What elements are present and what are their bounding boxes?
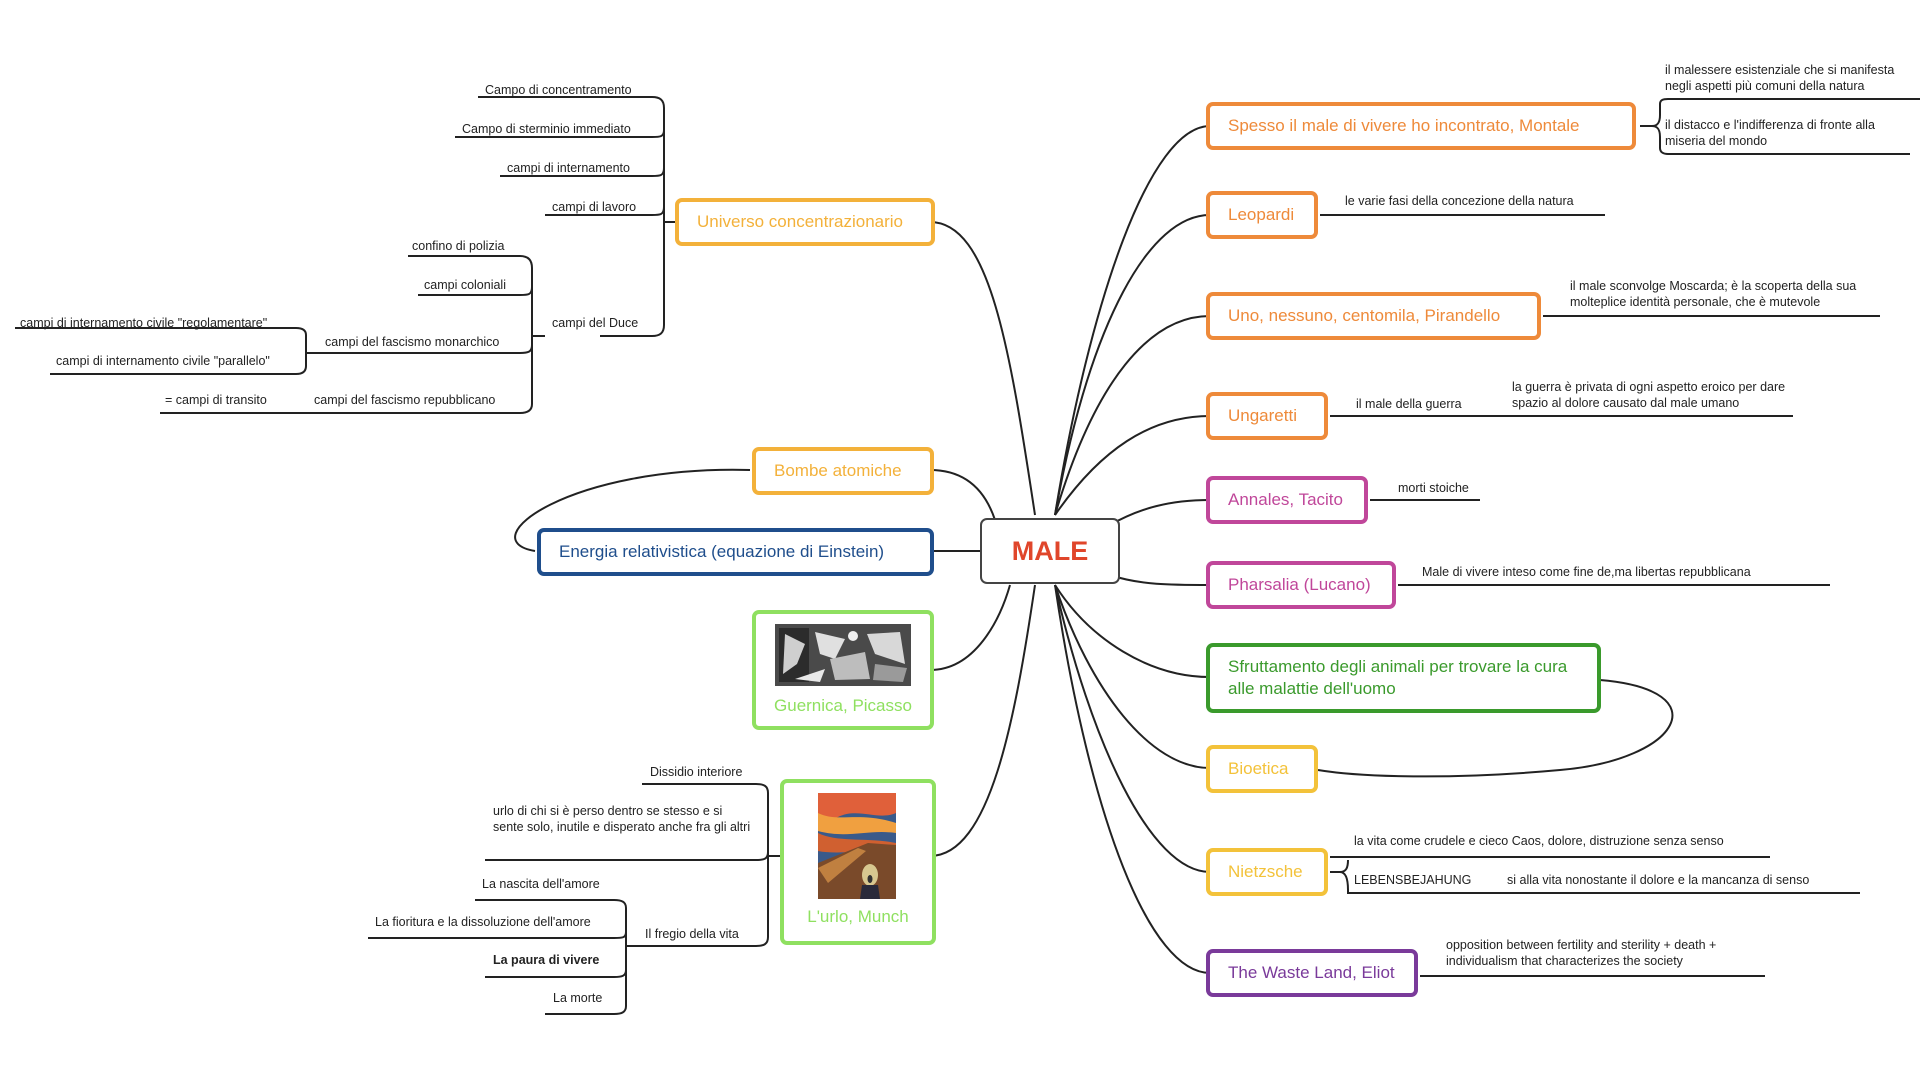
subtopic-nascita-amore[interactable]: La nascita dell'amore xyxy=(482,877,600,891)
subtopic-internamento-regolamentare[interactable]: campi di internamento civile "regolament… xyxy=(20,316,268,330)
subtopic-fascismo-repubblicano[interactable]: campi del fascismo repubblicano xyxy=(314,393,496,407)
topic-leopardi[interactable]: Leopardi xyxy=(1206,191,1318,239)
note-nietzsche-si-alla-vita[interactable]: si alla vita nonostante il dolore e la m… xyxy=(1507,873,1810,887)
subtopic-confino-polizia[interactable]: confino di polizia xyxy=(412,239,505,253)
subtopic-fioritura-dissoluzione[interactable]: La fioritura e la dissoluzione dell'amor… xyxy=(375,915,591,929)
subtopic-fascismo-monarchico[interactable]: campi del fascismo monarchico xyxy=(325,335,500,349)
note-montale-distacco[interactable]: il distacco e l'indifferenza di fronte a… xyxy=(1665,118,1875,148)
urlo-painting-image xyxy=(818,793,896,899)
note-eliot[interactable]: opposition between fertility and sterili… xyxy=(1446,938,1717,968)
topic-annales-tacito[interactable]: Annales, Tacito xyxy=(1206,476,1368,524)
guernica-caption: Guernica, Picasso xyxy=(774,696,912,715)
topic-pharsalia-lucano[interactable]: Pharsalia (Lucano) xyxy=(1206,561,1396,609)
subtopic-la-morte[interactable]: La morte xyxy=(553,991,603,1005)
subtopic-campo-sterminio[interactable]: Campo di sterminio immediato xyxy=(462,122,631,136)
note-leopardi[interactable]: le varie fasi della concezione della nat… xyxy=(1345,194,1574,208)
topic-montale[interactable]: Spesso il male di vivere ho incontrato, … xyxy=(1206,102,1636,150)
topic-nietzsche[interactable]: Nietzsche xyxy=(1206,848,1328,896)
subtopic-fregio-della-vita[interactable]: Il fregio della vita xyxy=(645,927,739,941)
note-montale-malessere[interactable]: il malessere esistenziale che si manifes… xyxy=(1665,63,1895,93)
topic-urlo-munch[interactable]: L'urlo, Munch xyxy=(780,779,936,945)
subtopic-paura-di-vivere[interactable]: La paura di vivere xyxy=(493,953,600,967)
note-ungaretti-guerra[interactable]: il male della guerra xyxy=(1356,397,1462,411)
note-pirandello[interactable]: il male sconvolge Moscarda; è la scopert… xyxy=(1570,279,1857,309)
subtopic-campi-transito[interactable]: = campi di transito xyxy=(165,393,267,407)
topic-sfruttamento-animali[interactable]: Sfruttamento degli animali per trovare l… xyxy=(1206,643,1601,713)
topic-energia-relativistica[interactable]: Energia relativistica (equazione di Eins… xyxy=(537,528,934,576)
subtopic-urlo-descrizione[interactable]: urlo di chi si è perso dentro se stesso … xyxy=(493,804,751,834)
topic-universo-concentrazionario[interactable]: Universo concentrazionario xyxy=(675,198,935,246)
central-topic[interactable]: MALE xyxy=(980,518,1120,584)
note-lucano[interactable]: Male di vivere inteso come fine de,ma li… xyxy=(1422,565,1751,579)
subtopic-campi-lavoro[interactable]: campi di lavoro xyxy=(552,200,637,214)
guernica-painting-image xyxy=(775,624,911,686)
note-tacito[interactable]: morti stoiche xyxy=(1398,481,1469,495)
note-nietzsche-lebensbejahung[interactable]: LEBENSBEJAHUNG xyxy=(1354,873,1472,887)
subtopic-campo-concentramento[interactable]: Campo di concentramento xyxy=(485,83,632,97)
topic-sfruttamento-animali-label: Sfruttamento degli animali per trovare l… xyxy=(1228,657,1568,698)
subtopic-campi-internamento[interactable]: campi di internamento xyxy=(507,161,630,175)
subtopic-dissidio-interiore[interactable]: Dissidio interiore xyxy=(650,765,743,779)
topic-pirandello[interactable]: Uno, nessuno, centomila, Pirandello xyxy=(1206,292,1541,340)
subtopic-campi-duce[interactable]: campi del Duce xyxy=(552,316,639,330)
urlo-caption: L'urlo, Munch xyxy=(807,907,909,926)
subtopic-campi-coloniali[interactable]: campi coloniali xyxy=(424,278,506,292)
topic-waste-land-eliot[interactable]: The Waste Land, Eliot xyxy=(1206,949,1418,997)
note-nietzsche-caos[interactable]: la vita come crudele e cieco Caos, dolor… xyxy=(1354,834,1724,848)
topic-bioetica[interactable]: Bioetica xyxy=(1206,745,1318,793)
topic-ungaretti[interactable]: Ungaretti xyxy=(1206,392,1328,440)
note-ungaretti-eroico[interactable]: la guerra è privata di ogni aspetto eroi… xyxy=(1512,380,1786,410)
topic-guernica[interactable]: Guernica, Picasso xyxy=(752,610,934,730)
subtopic-internamento-parallelo[interactable]: campi di internamento civile "parallelo" xyxy=(56,354,270,368)
topic-bombe-atomiche[interactable]: Bombe atomiche xyxy=(752,447,934,495)
